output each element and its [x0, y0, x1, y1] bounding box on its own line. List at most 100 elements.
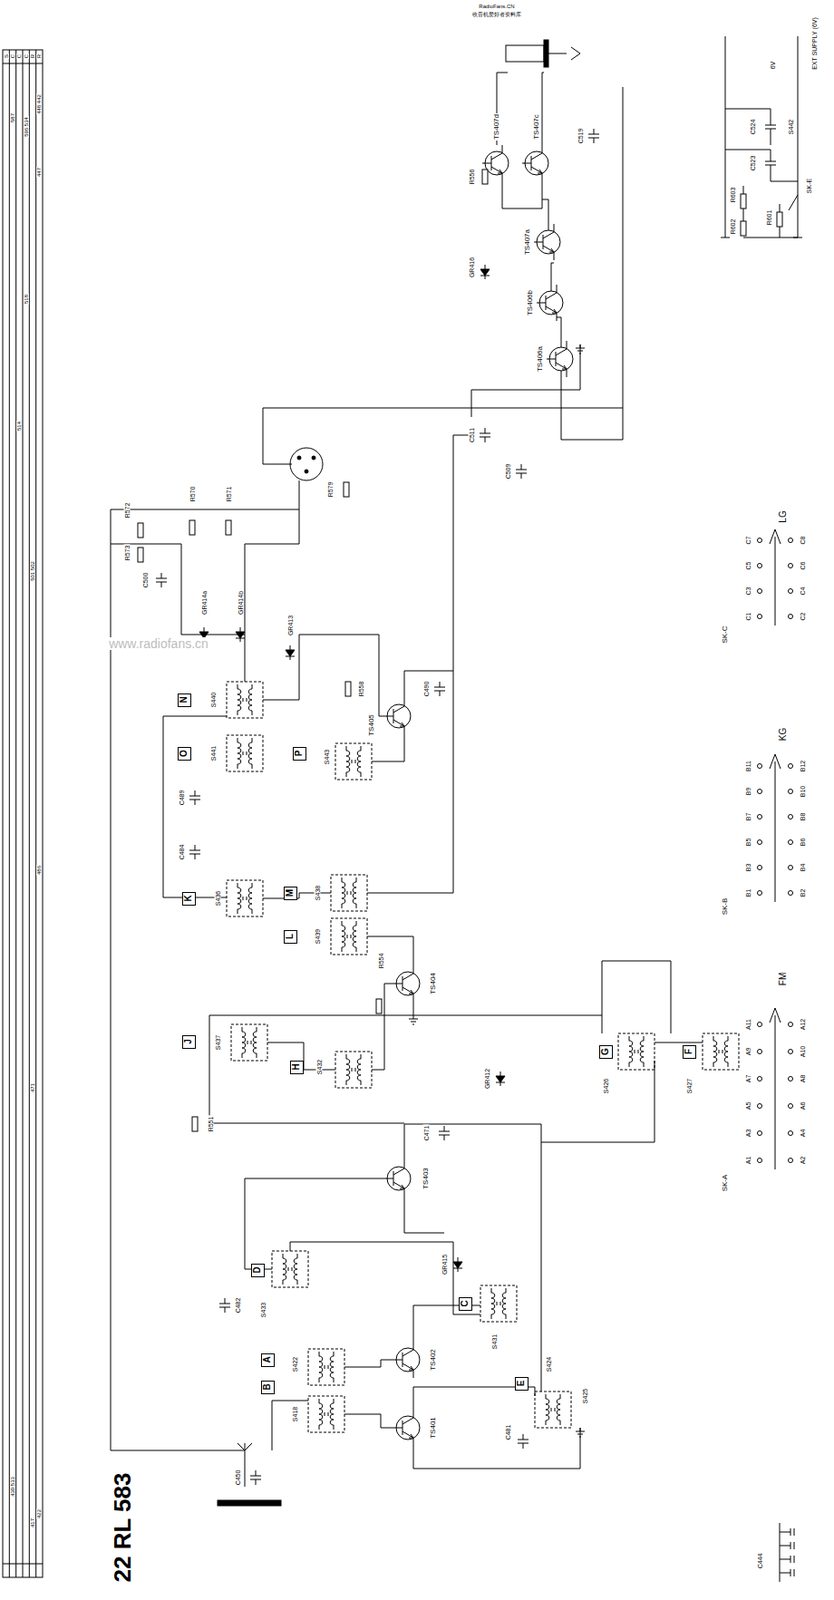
coil-can	[702, 1033, 739, 1070]
contact-label: C3	[745, 586, 752, 597]
coil-marker-box: D	[251, 1263, 265, 1278]
coil-can	[330, 918, 368, 955]
table-heading: C	[16, 53, 22, 59]
table-heading: S	[3, 53, 10, 59]
switch-contact-pair	[757, 1049, 794, 1055]
contact-label: A5	[745, 1101, 752, 1112]
output-jack	[505, 39, 581, 68]
contact-label: B6	[799, 837, 806, 848]
contact-label: A9	[745, 1047, 752, 1058]
wire	[110, 509, 581, 1469]
supply-wiring	[720, 36, 803, 238]
marker-letter: N	[179, 696, 189, 703]
parts-table	[2, 49, 43, 1578]
transistor-label: TS403	[422, 1166, 430, 1191]
source-header: 收音机爱好者资料库	[471, 11, 523, 18]
contact-label: B7	[745, 812, 752, 823]
diode-symbol	[495, 1071, 505, 1087]
coil-marker-box: G	[599, 1045, 613, 1059]
jack-body	[505, 45, 544, 62]
socket-pin	[311, 455, 316, 460]
table-cell: 422	[36, 1508, 42, 1520]
part-label: GR414a	[201, 590, 208, 616]
switch-contact-pair	[757, 538, 794, 544]
contact-label: C6	[799, 561, 806, 572]
marker-letter: M	[285, 889, 295, 897]
table-cell: 587	[9, 112, 16, 124]
part-label: C482	[234, 1297, 242, 1315]
source-header: RadioFans.CN	[477, 3, 515, 10]
table-cell: 447	[36, 166, 42, 178]
contact-label: B10	[799, 785, 806, 798]
table-heading: C	[9, 53, 16, 59]
switch-name: SK-B	[721, 897, 729, 917]
coil-marker-box: J	[182, 1035, 196, 1049]
contact-label: C1	[745, 611, 752, 622]
part-label: GR415	[441, 1253, 448, 1276]
resistor-symbol	[192, 1116, 198, 1132]
marker-letter: J	[184, 1038, 194, 1045]
ground-symbol	[408, 1015, 418, 1025]
coil-can	[226, 880, 263, 917]
jack-plug	[543, 39, 549, 68]
transistor-label: TS405	[368, 713, 376, 738]
part-label: R551	[207, 1115, 214, 1134]
coil-marker-box: K	[182, 892, 196, 906]
resistor-symbol	[189, 520, 195, 535]
part-label: GR413	[287, 614, 294, 637]
marker-letter: G	[601, 1047, 611, 1056]
transistor-label: TS407c	[533, 113, 541, 141]
ground-symbol	[575, 344, 585, 354]
part-label: S433	[260, 1301, 267, 1319]
ferrite-rod	[217, 1500, 282, 1506]
capacitor-symbol	[588, 128, 600, 144]
part-label: C523	[749, 155, 757, 173]
contact-label: C4	[799, 586, 806, 597]
coil-marker-box: O	[177, 746, 192, 761]
coil-marker-box: H	[290, 1060, 304, 1075]
part-label: S418	[291, 1406, 299, 1423]
coil-marker-box: N	[177, 693, 192, 708]
contact-label: A7	[745, 1074, 752, 1085]
resistor-symbol	[137, 523, 144, 538]
switch-name: SK-C	[721, 624, 729, 644]
table-cell: 430 533	[9, 1475, 16, 1498]
part-label: R579	[327, 481, 334, 499]
part-label: S426	[602, 1077, 610, 1095]
capacitor-symbol	[219, 1298, 231, 1313]
transistor-symbol	[393, 1409, 420, 1446]
contact-label: B8	[799, 812, 806, 823]
capacitor-symbol	[434, 681, 446, 697]
transistor-symbol	[533, 223, 561, 261]
resistor-symbol	[343, 482, 350, 497]
part-label: SK-E	[805, 177, 813, 194]
part-label: S431	[491, 1333, 498, 1350]
ground-symbol	[575, 1427, 585, 1437]
part-label: R558	[358, 680, 365, 699]
switch-contact-pair	[757, 891, 794, 896]
switch-contact-pair	[757, 1158, 794, 1164]
part-label: R571	[225, 485, 233, 504]
band-label: KG	[778, 727, 788, 742]
resistor-symbol	[776, 212, 783, 227]
coil-can	[335, 1051, 372, 1088]
jack-lead	[548, 47, 581, 60]
contact-label: B12	[799, 759, 806, 773]
part-label: S436	[214, 890, 222, 907]
switch-sk-a	[757, 1008, 794, 1170]
part-label: R556	[468, 168, 476, 186]
contact-label: A10	[799, 1045, 806, 1058]
transistor-symbol	[384, 1160, 411, 1197]
transistor-symbol	[522, 145, 549, 182]
transistor-label: TS402	[429, 1347, 437, 1372]
capacitor-symbol	[189, 844, 201, 860]
transistor-symbol	[393, 1341, 420, 1378]
switch-contact-pair	[757, 589, 794, 594]
part-label: C450	[234, 1469, 242, 1487]
supply-diagram	[720, 36, 803, 238]
marker-letter: L	[285, 933, 295, 940]
band-label: LG	[778, 509, 788, 524]
table-rules	[2, 49, 43, 1578]
switch-slider	[769, 529, 781, 626]
part-label: C471	[423, 1124, 430, 1143]
